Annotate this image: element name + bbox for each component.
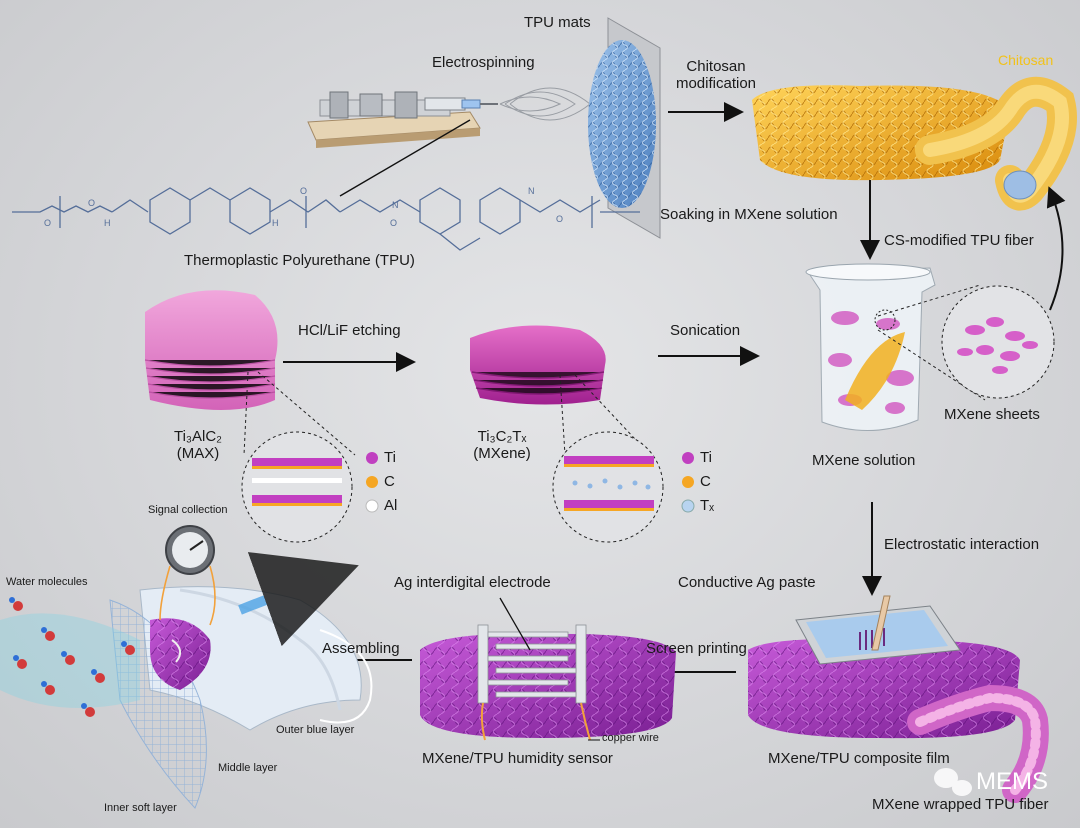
label-max-formula: Ti₃AlC₂ [173, 428, 223, 445]
legend-1-c: C [384, 473, 395, 490]
svg-text:O: O [300, 186, 307, 196]
svg-text:O: O [556, 214, 563, 224]
label-soaking: Soaking in MXene solution [660, 206, 838, 223]
legend-1-al: Al [384, 497, 398, 514]
legend-dot-al [365, 499, 379, 513]
face-mask [109, 552, 373, 809]
mxene-block [470, 325, 606, 405]
gauge-icon [159, 525, 216, 626]
tpu-mats [588, 17, 661, 239]
electrospinning-jet [499, 87, 591, 121]
label-sonication: Sonication [670, 322, 741, 339]
pointer-line [339, 119, 471, 197]
label-max: Ti₃AlC₂ (MAX) [158, 428, 238, 462]
legend-1-ti: Ti [384, 449, 396, 466]
label-chitosan-modification-line1: Chitosan [686, 58, 746, 75]
legend-dot-ti-2 [682, 452, 694, 464]
legend-1-dots [365, 452, 379, 513]
label-humidity-sensor: MXene/TPU humidity sensor [422, 750, 613, 767]
label-water-molecules: Water molecules [6, 576, 88, 588]
legend-dot-ti [366, 452, 378, 464]
legend-2-c: C [700, 473, 711, 490]
legend-dot-c-2 [682, 476, 694, 488]
chitosan-modified-mat [752, 76, 1077, 211]
legend-2-dots [681, 452, 695, 513]
svg-text:O: O [88, 198, 95, 208]
label-inner-layer: Inner soft layer [104, 802, 177, 814]
svg-text:N: N [528, 186, 535, 196]
svg-text:N: N [392, 200, 399, 210]
label-middle-layer: Middle layer [218, 762, 278, 774]
label-mxene-name: (MXene) [473, 445, 531, 462]
wrapped-fiber [907, 684, 1049, 803]
screen-printing-frame [795, 595, 961, 665]
label-etching: HCl/LiF etching [298, 322, 401, 339]
wechat-icon [934, 768, 972, 796]
mxene-zoom-circle [552, 431, 664, 543]
svg-text:H: H [272, 218, 279, 228]
label-mxene: Ti₃C₂Tₓ (MXene) [462, 428, 542, 462]
legend-dot-tx [681, 499, 695, 513]
beaker-zoom-marker [874, 309, 896, 331]
beaker [805, 263, 936, 432]
label-composite-film: MXene/TPU composite film [768, 750, 950, 767]
svg-text:O: O [390, 218, 397, 228]
max-block [144, 290, 278, 410]
label-wrapped-fiber: MXene wrapped TPU fiber [872, 796, 1049, 813]
label-ag-paste: Conductive Ag paste [678, 574, 816, 591]
label-electrospinning: Electrospinning [432, 54, 535, 71]
humidity-sensor [420, 597, 676, 741]
svg-text:O: O [44, 218, 51, 228]
label-mxene-formula: Ti₃C₂Tₓ [477, 428, 527, 445]
label-cs-fiber: CS-modified TPU fiber [884, 232, 1034, 249]
legend-2-ti: Ti [700, 449, 712, 466]
label-outer-layer: Outer blue layer [276, 724, 355, 736]
label-tpu-mats: TPU mats [524, 14, 591, 31]
legend-2-tx: Tₓ [700, 497, 715, 514]
electrospinning-device [307, 91, 498, 148]
tpu-chemical-structure [12, 187, 640, 251]
legend-dot-c [366, 476, 378, 488]
max-zoom-circle [241, 431, 353, 543]
label-signal-collection: Signal collection [148, 504, 228, 516]
watermark-text: MEMS [976, 768, 1048, 795]
label-mxene-sheets: MXene sheets [944, 406, 1040, 423]
svg-text:H: H [104, 218, 111, 228]
label-tpu-name: Thermoplastic Polyurethane (TPU) [184, 252, 415, 269]
label-mxene-solution: MXene solution [812, 452, 916, 469]
label-assembling: Assembling [322, 640, 400, 657]
mxene-sheets-zoom [877, 284, 1055, 401]
label-electrostatic: Electrostatic interaction [884, 536, 1040, 553]
label-chitosan-tag: Chitosan [998, 52, 1054, 68]
tpu-chemical-dots: OOH HOO NNO [44, 186, 563, 228]
label-chitosan-modification-line2: modification [675, 75, 757, 92]
label-ag-electrode: Ag interdigital electrode [394, 574, 551, 591]
label-max-name: (MAX) [176, 445, 220, 462]
label-screen-printing: Screen printing [646, 640, 747, 657]
water-molecules [0, 597, 140, 717]
label-copper-wire: copper wire [602, 732, 659, 744]
label-chitosan-modification: Chitosan modification [670, 58, 762, 92]
